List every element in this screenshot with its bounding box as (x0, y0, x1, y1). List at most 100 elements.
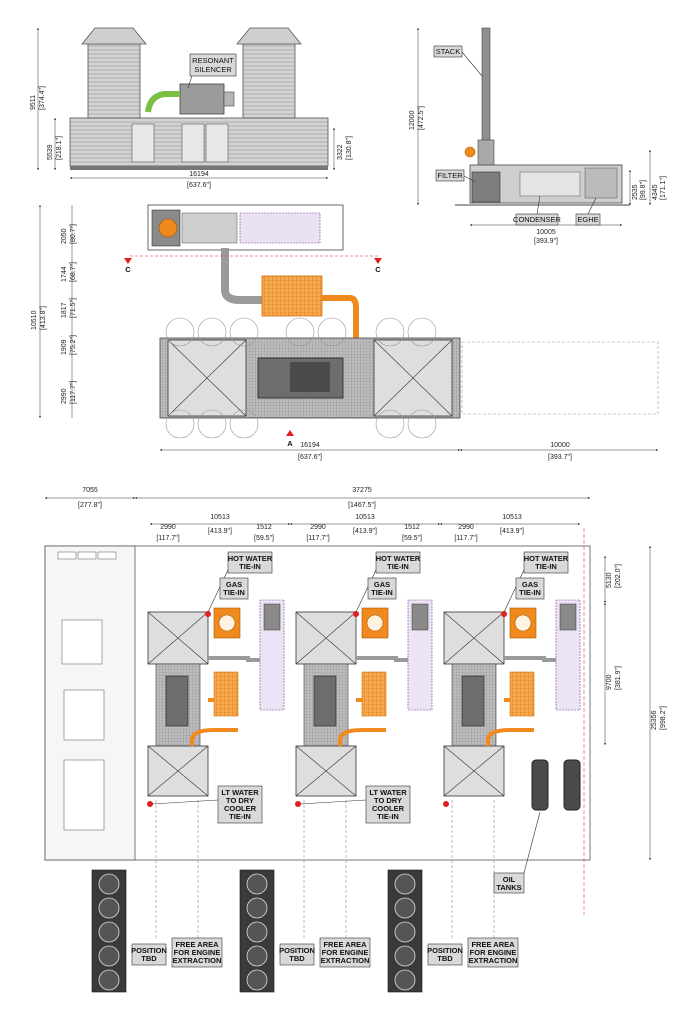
hot-water-callout-2-line-1: HOT WATER (376, 554, 421, 563)
site-right-mid: 9700 (606, 674, 613, 690)
side-height-mid: 5539 (47, 144, 54, 160)
gap-1: 1512 (256, 524, 272, 531)
side-height-right: 3322 (337, 144, 344, 160)
section-c-right: C (375, 265, 381, 274)
gas-callout-2-line-1: GAS (374, 580, 390, 589)
gen-width-2-in: [117.7"] (306, 535, 329, 542)
gen-width-2: 2990 (310, 524, 326, 531)
radiator-left (81, 27, 147, 119)
lt-water-callout-2-line-3: COOLER (372, 804, 405, 813)
position-callout-1-line-2: TBD (141, 954, 157, 963)
stack-label: STACK (436, 47, 460, 56)
site-overall-width-in: [1467.5"] (348, 502, 376, 509)
exhaust-heat-exchanger (261, 275, 323, 317)
position-callout-3-line-1: POSITION (427, 946, 463, 955)
gas-callout-1-line-1: GAS (226, 580, 242, 589)
section-a: A (287, 439, 293, 448)
hot-water-callout-3-line-2: TIE-IN (535, 562, 557, 571)
module-width-3-in: [413.9"] (500, 528, 524, 535)
lt-water-callout-1-line-3: COOLER (224, 804, 257, 813)
oil-tanks (531, 759, 581, 811)
site-left-width-in: [277.8"] (78, 502, 102, 509)
free-area-callout-2-line-3: EXTRACTION (321, 956, 370, 965)
control-room-equipment (57, 551, 117, 831)
site-right-top: 5130 (606, 572, 613, 588)
site-right-total-in: [998.2"] (660, 706, 667, 730)
plan-d5: 2990 (61, 388, 68, 404)
site-right-total: 25356 (651, 710, 658, 730)
plan-d2: 1744 (61, 266, 68, 282)
site-plan-view: 7055 [277.8"] 37275 [1467.5"] 10513 [413… (44, 487, 667, 993)
gen-width-1-in: [117.7"] (156, 535, 179, 542)
fan-circles (165, 317, 437, 439)
lt-water-callout-2-line-4: TIE-IN (377, 812, 399, 821)
plan-length-in: [637.6"] (298, 454, 322, 461)
plan-total: 10510 (31, 310, 38, 330)
eghe-callout: EGHE (575, 197, 601, 226)
gas-callout-1-line-2: TIE-IN (223, 588, 245, 597)
enclosure-skid (70, 166, 328, 170)
side-height-total: 9511 (30, 95, 37, 110)
lt-water-callout-1-line-2: TO DRY (226, 796, 254, 805)
oil-tanks-callout: OIL TANKS (493, 811, 541, 894)
gap-2: 1512 (404, 524, 420, 531)
free-area-callout-1-line-2: FOR ENGINE (174, 948, 221, 957)
end-height-total-in: [472.5"] (418, 106, 425, 130)
site-right-mid-in: [381.9"] (615, 666, 622, 690)
plan-extension-in: [393.7"] (548, 454, 572, 461)
silencer-label-2: SILENCER (194, 65, 232, 74)
gen-width-3-in: [117.7"] (454, 535, 477, 542)
lt-water-callout-2-line-1: LT WATER (369, 788, 407, 797)
plan-d3: 1817 (61, 302, 68, 318)
position-callout-3-line-2: TBD (437, 954, 453, 963)
oil-tanks-label-1: OIL (503, 875, 516, 884)
resonant-silencer (145, 83, 235, 115)
plan-dimension-lines (39, 205, 658, 451)
position-callout-2-line-2: TBD (289, 954, 305, 963)
plan-length: 16194 (300, 442, 320, 449)
site-right-dimensions (583, 528, 651, 915)
free-area-callout-1-line-1: FREE AREA (175, 940, 219, 949)
plan-d3-in: [71.5"] (70, 298, 77, 318)
free-area-callout-1-line-3: EXTRACTION (173, 956, 222, 965)
oil-tanks-label-2: TANKS (496, 883, 521, 892)
condenser-callout: CONDENSER (513, 195, 562, 226)
stack-callout: STACK (433, 45, 483, 77)
plan-d2-in: [68.7"] (70, 262, 77, 282)
gap-2-in: [59.5"] (402, 535, 422, 542)
heat-recovery-skid (147, 204, 344, 251)
side-length-dim: 16194 (189, 171, 209, 178)
silencer-label-1: RESONANT (192, 56, 234, 65)
site-right-top-in: [202.0"] (615, 564, 622, 588)
site-left-width: 7055 (82, 487, 98, 494)
free-area-callout-3-line-1: FREE AREA (471, 940, 515, 949)
side-height-right-in: [130.8"] (346, 136, 353, 160)
filter-callout: FILTER (435, 169, 477, 183)
gap-1-in: [59.5"] (254, 535, 274, 542)
side-elevation-view: 16194 [637.6"] 9511 [374.4"] 5539 [218.1… (30, 27, 353, 189)
lt-water-callout-2-line-2: TO DRY (374, 796, 402, 805)
eghe-label: EGHE (577, 215, 598, 224)
silencer-callout: RESONANT SILENCER (187, 53, 237, 89)
single-unit-plan-view: C C A 2050 [80.7"] 1744 [68.7"] 1817 [71… (31, 204, 659, 461)
hot-water-callout-3-line-1: HOT WATER (524, 554, 569, 563)
lt-water-callout-1-line-4: TIE-IN (229, 812, 251, 821)
free-area-callout-2-line-2: FOR ENGINE (322, 948, 369, 957)
gen-width-3: 2990 (458, 524, 474, 531)
